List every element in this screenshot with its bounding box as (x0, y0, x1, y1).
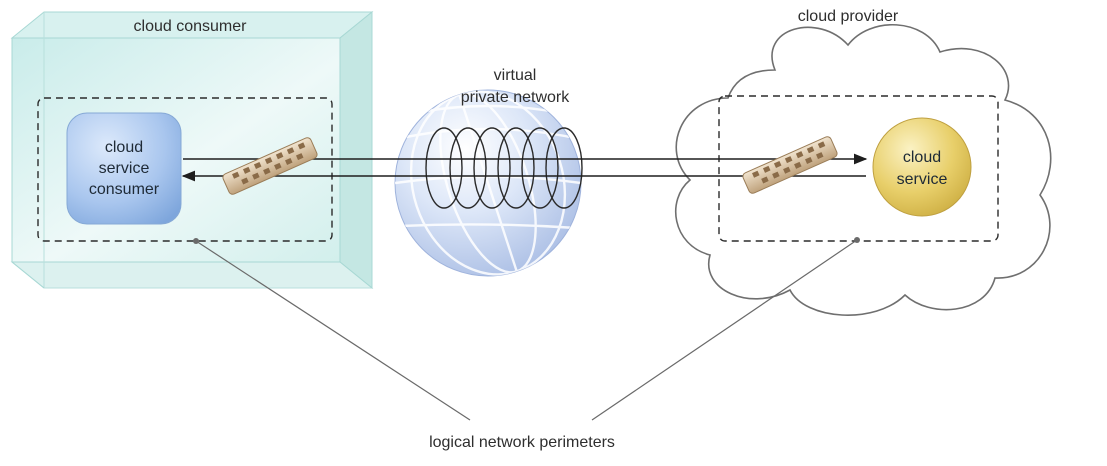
consumer-label-line1: cloud (105, 139, 143, 156)
callout-dot-consumer (193, 238, 199, 244)
provider-logical-perimeter (718, 95, 999, 242)
perimeter-callouts (193, 237, 860, 421)
firewall-icon (742, 136, 838, 194)
callout-dot-provider (854, 237, 860, 243)
vpn-label-line1: virtual (494, 67, 537, 84)
consumer-label-line3: consumer (89, 181, 160, 198)
cloud-consumer-container (10, 10, 374, 290)
consumer-label-line2: service (99, 160, 150, 177)
vpn-tunnel-coils (425, 127, 583, 209)
callout-line-provider (591, 239, 858, 421)
firewall-icon (222, 137, 318, 195)
cloud-provider-shape (675, 24, 1052, 316)
cloud-service-consumer-node: cloud service consumer (66, 112, 182, 225)
perimeters-label: logical network perimeters (429, 434, 615, 451)
cloud-service-node: cloud service (872, 117, 972, 217)
vpn-label-line2: private network (461, 89, 570, 106)
cloud-provider-label: cloud provider (798, 8, 899, 25)
cloud-consumer-label: cloud consumer (134, 18, 248, 35)
service-label-line2: service (897, 171, 948, 188)
callout-line-consumer (195, 240, 471, 421)
globe-icon (394, 89, 582, 277)
service-label-line1: cloud (903, 149, 941, 166)
